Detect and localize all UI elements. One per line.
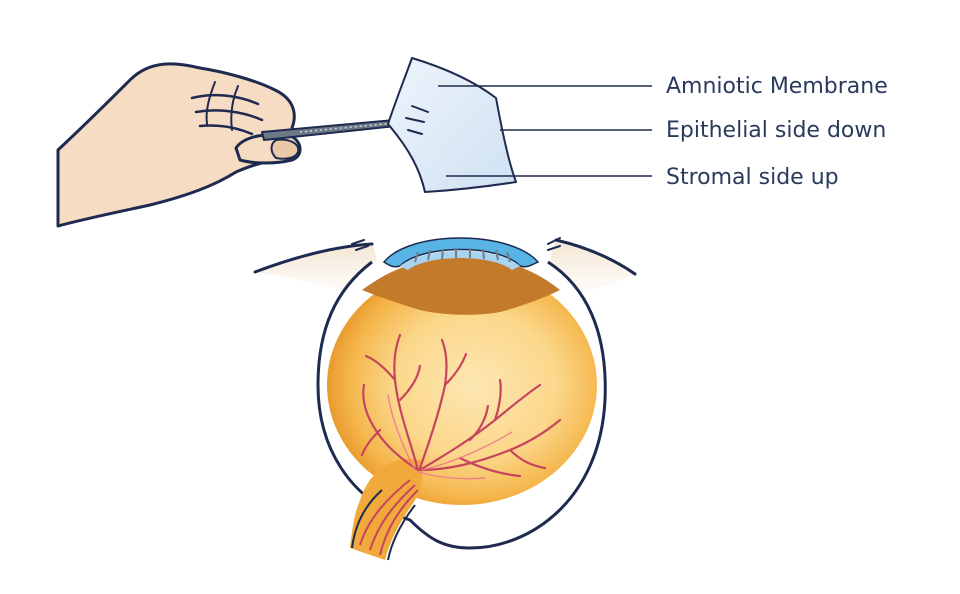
- label-epithelial-side-down: Epithelial side down: [666, 118, 886, 143]
- eye-cross-section-icon: [253, 237, 637, 561]
- label-stromal-side-up: Stromal side up: [666, 165, 839, 190]
- hand-icon: [56, 62, 302, 228]
- amniotic-membrane-icon: [387, 57, 517, 193]
- label-amniotic-membrane: Amniotic Membrane: [666, 74, 888, 99]
- leader-lines: [438, 85, 652, 177]
